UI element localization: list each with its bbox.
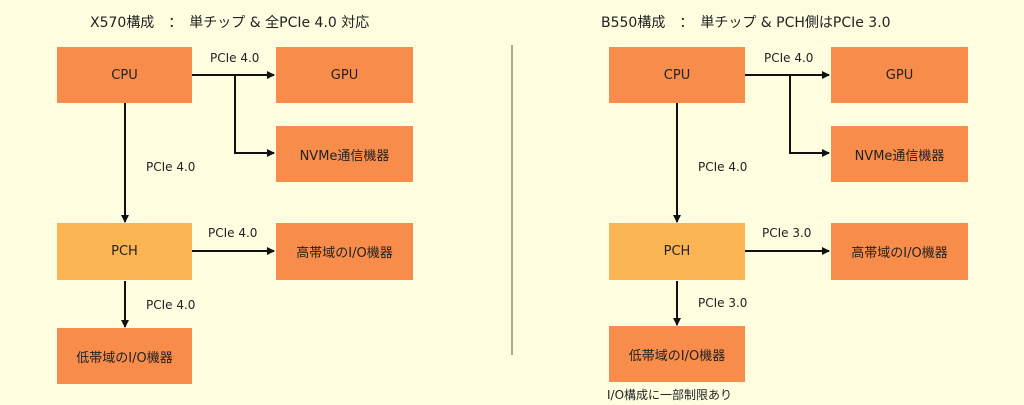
left-low-io-box: 低帯域のI/O機器 bbox=[57, 328, 192, 384]
right-link-label-pch-high: PCIe 3.0 bbox=[762, 226, 812, 240]
right-note: I/O構成に一部制限あり bbox=[607, 388, 733, 402]
left-diagram-title: X570構成 ： 単チップ & 全PCIe 4.0 対応 bbox=[90, 15, 370, 31]
right-link-label-cpu-gpu: PCIe 4.0 bbox=[764, 51, 814, 65]
left-cpu-box: CPU bbox=[57, 47, 192, 103]
left-pch-box: PCH bbox=[57, 223, 192, 280]
right-nvme-box: NVMe通信機器 bbox=[831, 126, 968, 182]
right-pch-box: PCH bbox=[609, 223, 745, 280]
left-link-label-cpu-gpu: PCIe 4.0 bbox=[210, 51, 260, 65]
arrow-cpu-nvme-right bbox=[789, 75, 830, 157]
left-high-io-box: 高帯域のI/O機器 bbox=[276, 223, 413, 280]
left-link-label-pch-high: PCIe 4.0 bbox=[208, 226, 258, 240]
right-link-label-cpu-pch: PCIe 4.0 bbox=[698, 160, 748, 174]
left-link-label-cpu-pch: PCIe 4.0 bbox=[146, 160, 196, 174]
right-link-label-pch-low: PCIe 3.0 bbox=[698, 296, 748, 310]
right-gpu-box: GPU bbox=[831, 47, 968, 103]
left-link-label-pch-low: PCIe 4.0 bbox=[146, 298, 196, 312]
right-diagram-title: B550構成 ： 単チップ & PCH側はPCIe 3.0 bbox=[601, 15, 891, 31]
right-cpu-box: CPU bbox=[609, 47, 745, 103]
right-low-io-box: 低帯域のI/O機器 bbox=[609, 326, 745, 382]
left-nvme-box: NVMe通信機器 bbox=[276, 126, 413, 182]
left-gpu-box: GPU bbox=[276, 47, 413, 103]
arrow-cpu-nvme-left bbox=[234, 75, 275, 157]
right-high-io-box: 高帯域のI/O機器 bbox=[831, 223, 968, 280]
